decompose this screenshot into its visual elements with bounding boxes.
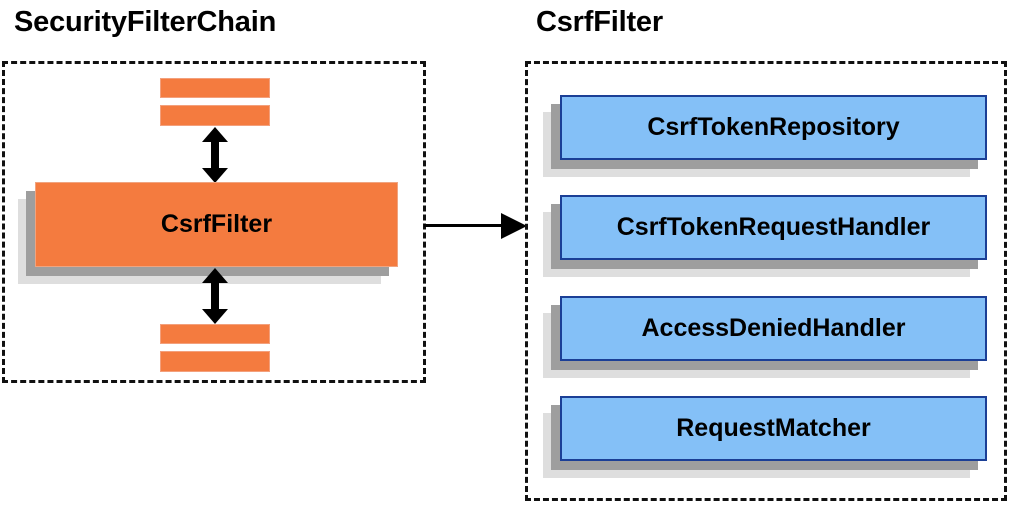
component-label: CsrfTokenRequestHandler [616, 213, 931, 241]
bidirectional-arrow-above [200, 127, 230, 183]
filter-bar-above-2 [160, 105, 270, 126]
csrf-filter-detail-connector-arrow [424, 213, 527, 239]
component-face: CsrfTokenRepository [560, 95, 987, 160]
arrow-stem [211, 281, 219, 311]
filter-bar-below-2 [160, 351, 270, 372]
csrf-filter-face: CsrfFilter [35, 182, 398, 267]
filter-bar-below-1 [160, 324, 270, 344]
component-node-request-matcher[interactable]: RequestMatcher [543, 396, 987, 478]
filter-bar-above-1 [160, 78, 270, 98]
csrf-filter-node[interactable]: CsrfFilter [18, 182, 398, 284]
connector-stem [424, 224, 507, 227]
arrow-head-right-icon [501, 213, 527, 239]
component-node-access-denied-handler[interactable]: AccessDeniedHandler [543, 296, 987, 378]
component-node-csrf-token-repository[interactable]: CsrfTokenRepository [543, 95, 987, 177]
component-face: AccessDeniedHandler [560, 296, 987, 361]
arrow-head-down-icon [202, 309, 228, 324]
csrf-filter-detail-group [525, 61, 1007, 501]
component-face: RequestMatcher [560, 396, 987, 461]
component-label: RequestMatcher [676, 414, 871, 442]
arrow-stem [211, 140, 219, 170]
arrow-head-up-icon [202, 127, 228, 142]
arrow-head-up-icon [202, 268, 228, 283]
right-panel-title: CsrfFilter [536, 6, 663, 38]
left-panel-title: SecurityFilterChain [14, 6, 277, 38]
bidirectional-arrow-below [200, 268, 230, 324]
component-label: AccessDeniedHandler [641, 314, 906, 342]
component-face: CsrfTokenRequestHandler [560, 195, 987, 260]
csrf-filter-label: CsrfFilter [160, 210, 273, 238]
arrow-head-down-icon [202, 168, 228, 183]
security-filter-chain-group [2, 61, 426, 383]
component-label: CsrfTokenRepository [647, 113, 900, 141]
component-node-csrf-token-request-handler[interactable]: CsrfTokenRequestHandler [543, 195, 987, 277]
